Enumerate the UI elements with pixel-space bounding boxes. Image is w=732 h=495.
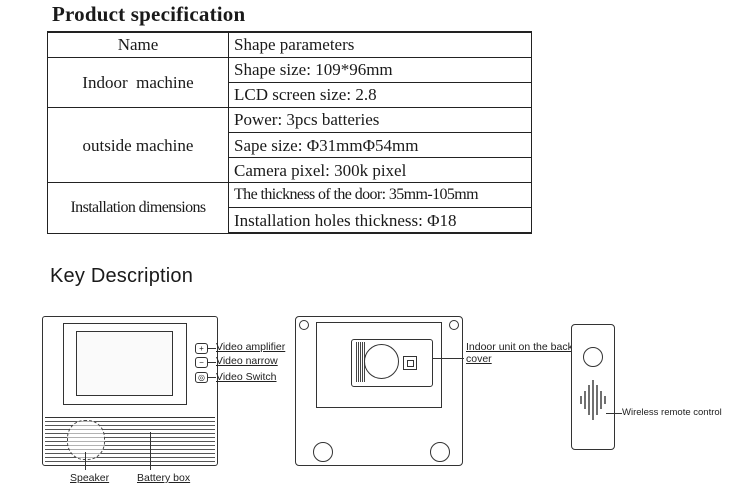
speaker-marker [67, 420, 105, 460]
table-row: LCD screen size: 2.8 [48, 81, 532, 108]
table-row: Indoor machine Shape size: 109*96mm [47, 56, 532, 108]
spec-value: Sape size: Φ31mmΦ54mm [228, 131, 532, 159]
screen-bezel [63, 323, 187, 405]
spec-value: The thickness of the door: 35mm-105mm [228, 182, 532, 209]
spec-group-name: Installation dimensions [47, 182, 229, 234]
indoor-unit-front-diagram [42, 316, 218, 466]
leader-line [432, 358, 464, 359]
table-row: Installation holes thickness: Φ18 [48, 207, 532, 235]
video-amplifier-label: Video amplifier [216, 341, 286, 353]
spec-table: Name Shape parameters Indoor machine Sha… [47, 30, 532, 235]
keys-title: Key Description [50, 265, 194, 287]
leader-line [606, 413, 622, 414]
spec-group-name: outside machine [47, 106, 229, 184]
connector-icon [403, 356, 417, 370]
leader-line [85, 452, 86, 470]
battery-strip [356, 342, 365, 382]
foot-icon [430, 442, 450, 462]
mount-hole-icon [299, 320, 309, 330]
remote-label: Wireless remote control [622, 407, 722, 418]
leader-line [150, 432, 151, 470]
table-row: outside machine Power: 3pcs batteries [47, 106, 532, 184]
spec-value: Camera pixel: 300k pixel [228, 157, 532, 184]
outside-unit-diagram [571, 324, 615, 450]
video-narrow-label: Video narrow [216, 355, 278, 367]
lcd-screen [76, 331, 173, 396]
spec-header-value: Shape parameters [228, 30, 532, 58]
speaker-wave-icon [580, 380, 606, 420]
back-cover-label: Indoor unit on the back cover [466, 341, 573, 365]
leader-line [207, 348, 216, 349]
spec-header-row: Name Shape parameters [47, 30, 532, 58]
spec-group-name: Indoor machine [47, 56, 229, 108]
camera-lens-icon [364, 344, 399, 379]
spec-title: Product specification [52, 2, 246, 26]
table-row: Installation dimensions The thickness of… [47, 182, 532, 234]
leader-line [207, 362, 216, 363]
table-row: Sape size: Φ31mmΦ54mm [48, 131, 532, 159]
foot-icon [313, 442, 333, 462]
indoor-unit-back-diagram [295, 316, 463, 466]
spec-value: Shape size: 109*96mm [228, 56, 532, 83]
spec-value: Power: 3pcs batteries [228, 106, 532, 134]
camera-icon [583, 347, 603, 367]
leader-line [207, 377, 216, 378]
speaker-label: Speaker [70, 472, 110, 484]
spec-value: LCD screen size: 2.8 [228, 81, 532, 108]
video-switch-label: Video Switch [216, 371, 277, 383]
battery-box-label: Battery box [137, 472, 191, 484]
mount-hole-icon [449, 320, 459, 330]
spec-header-name: Name [47, 30, 229, 58]
battery-compartment [351, 339, 433, 387]
spec-value: Installation holes thickness: Φ18 [228, 207, 532, 235]
